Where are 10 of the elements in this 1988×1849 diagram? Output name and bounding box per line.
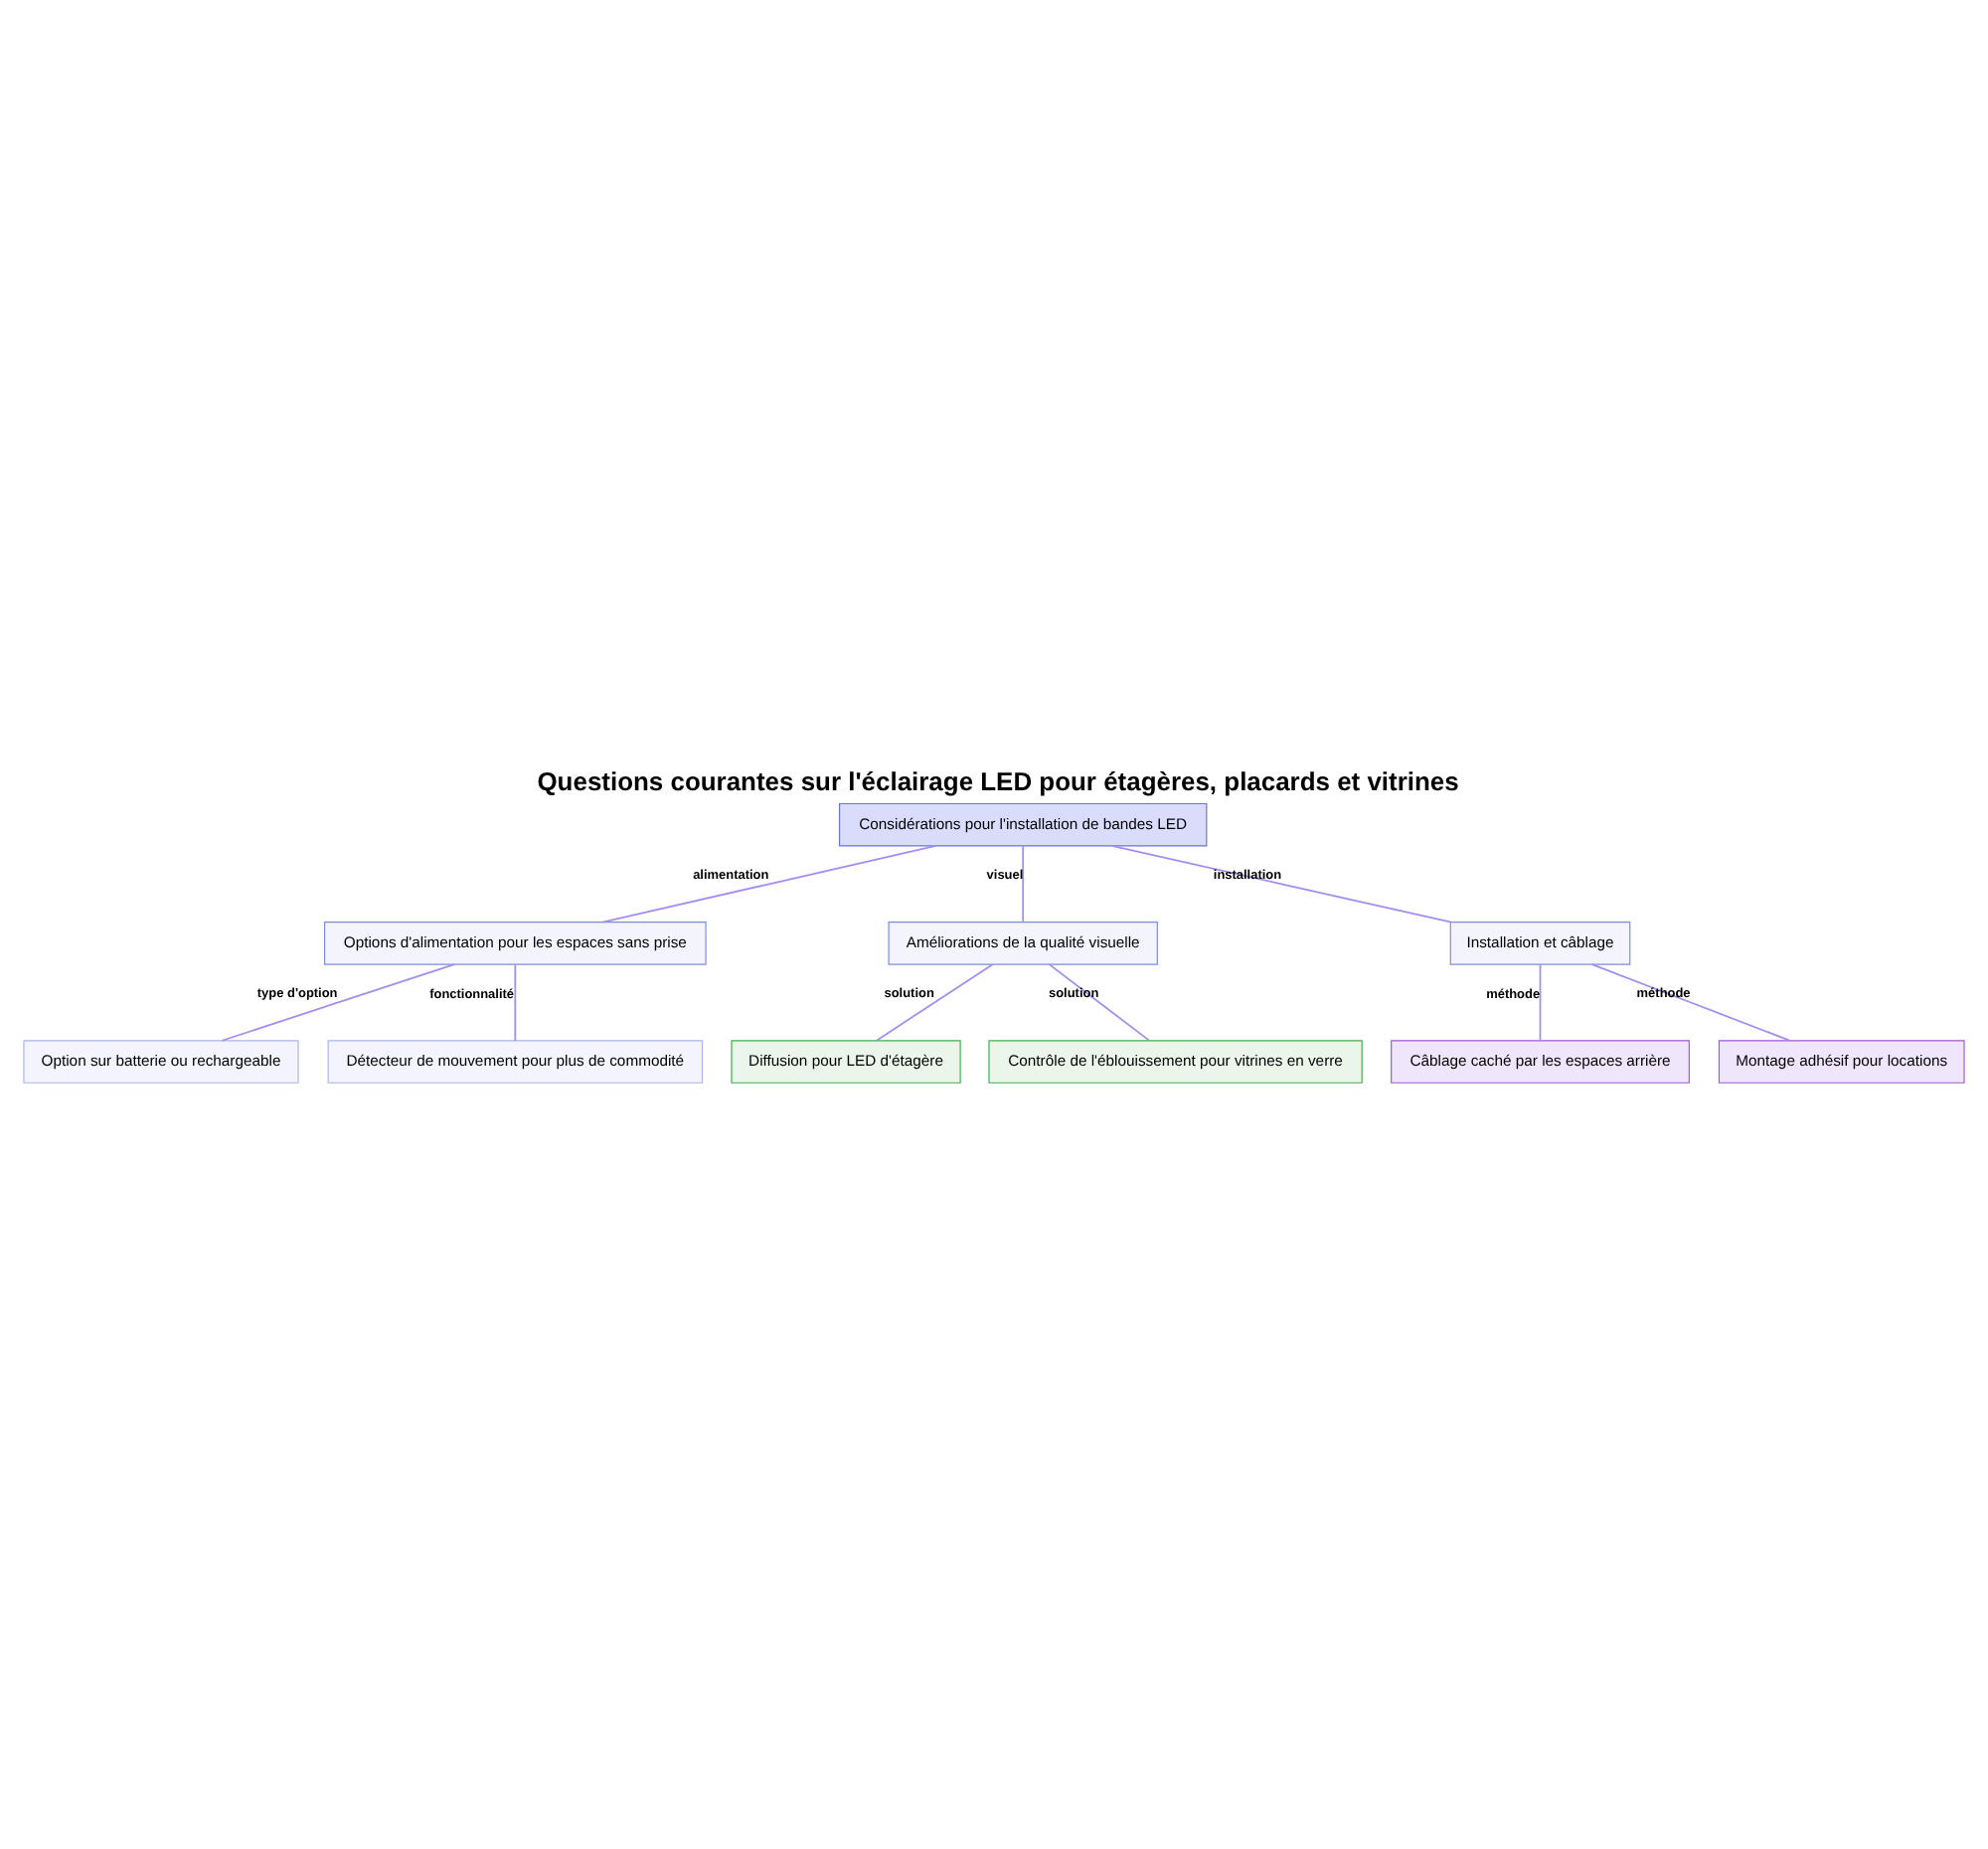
connector [1590,963,1791,1042]
connector [1539,963,1542,1042]
connector [1110,845,1452,924]
connector [1048,963,1150,1042]
connector [601,845,937,924]
connector [1022,845,1025,924]
connector [514,963,517,1042]
connector [221,963,455,1042]
diagram-title: Questions courantes sur l'éclairage LED pour étagères, placards et vitrines [537,766,1459,797]
connector [875,963,994,1042]
